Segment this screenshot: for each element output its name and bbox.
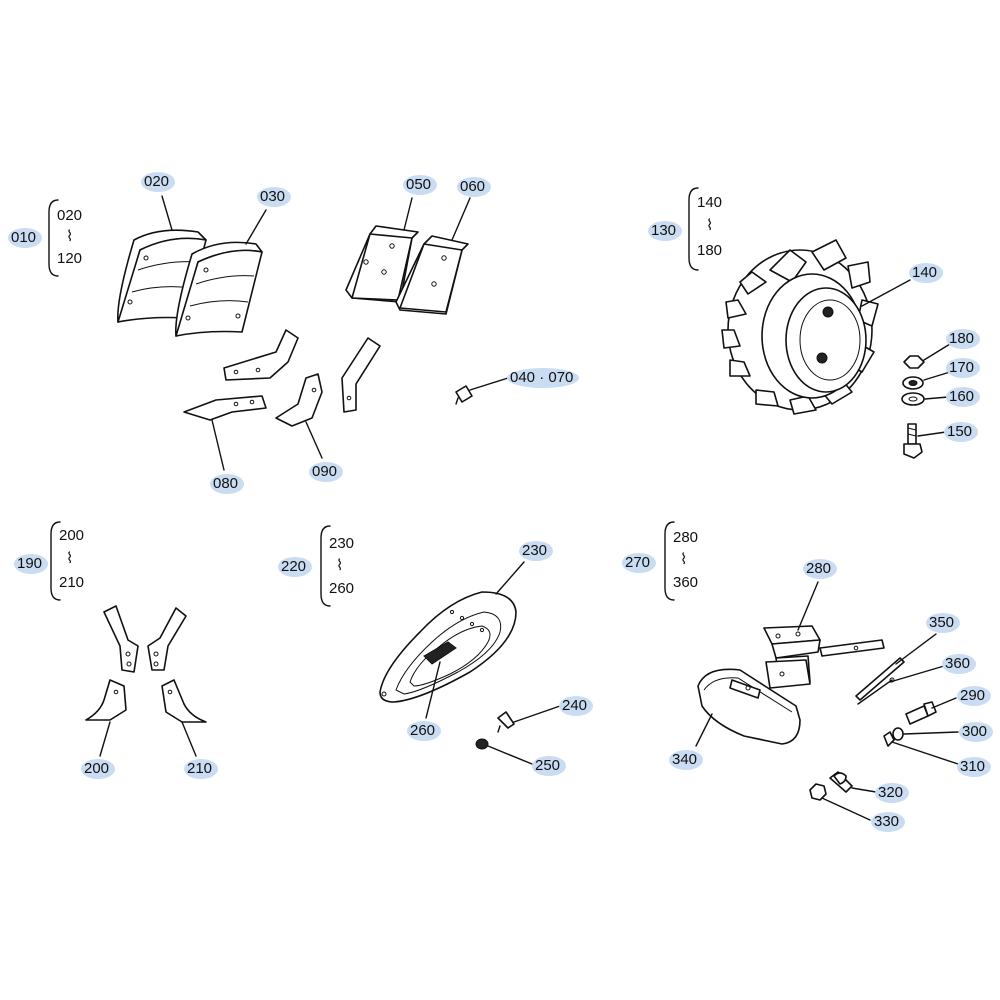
callout-350: 350 [929, 614, 954, 631]
washer-300: 300 [892, 722, 993, 742]
group-130-id: 130 [651, 222, 676, 239]
washer-170: 170 [902, 358, 980, 390]
group-270-id: 270 [625, 554, 650, 571]
pin-240: 240 [497, 696, 593, 733]
group-130-from: 140 [697, 194, 722, 211]
group-190-to: 210 [59, 574, 84, 591]
group-010-to: 120 [57, 250, 82, 267]
hinge-080: 080 [183, 395, 267, 494]
callout-050: 050 [406, 176, 431, 193]
hinge-upper-right [341, 337, 381, 413]
cover-plate-030: 030 [175, 187, 291, 337]
plate-050: 050 [345, 175, 437, 303]
nut-180: 180 [903, 329, 980, 369]
group-190-range: ⌇ [66, 550, 73, 567]
group-130-bracket: 130 140 ⌇ 180 [648, 187, 722, 271]
group-130-range: ⌇ [706, 217, 713, 234]
group-220-range: ⌇ [336, 557, 343, 574]
clip-250: 250 [475, 738, 566, 776]
group-220-to: 260 [329, 580, 354, 597]
bolt-150: 150 [903, 422, 978, 459]
bolt-320: 320 [829, 771, 909, 803]
callout-180: 180 [949, 330, 974, 347]
group-010-from: 020 [57, 207, 82, 224]
rod-350: 350 [855, 613, 960, 701]
callout-210: 210 [187, 760, 212, 777]
callout-090: 090 [312, 463, 337, 480]
group-270-bracket: 270 280 ⌇ 360 [622, 521, 698, 601]
callout-250: 250 [535, 757, 560, 774]
nut-310: 310 [883, 731, 991, 777]
callout-060: 060 [460, 178, 485, 195]
group-010-id: 010 [11, 229, 36, 246]
callout-200: 200 [84, 760, 109, 777]
group-220-from: 230 [329, 535, 354, 552]
callout-290: 290 [960, 687, 985, 704]
tine-upper-left [103, 605, 139, 673]
callout-030: 030 [260, 188, 285, 205]
group-220-id: 220 [281, 558, 306, 575]
callout-160: 160 [949, 388, 974, 405]
group-190-bracket: 190 200 ⌇ 210 [14, 521, 84, 601]
callout-320: 320 [878, 784, 903, 801]
callout-230: 230 [522, 542, 547, 559]
tine-210: 210 [161, 679, 218, 779]
group-220-bracket: 220 230 ⌇ 260 [278, 525, 354, 607]
callout-300: 300 [962, 723, 987, 740]
nut-330: 330 [809, 783, 905, 832]
tine-upper-right [147, 607, 187, 671]
shield-230: 230 260 [379, 541, 553, 741]
bolt-290: 290 [905, 686, 991, 725]
callout-260: 260 [410, 722, 435, 739]
callout-340: 340 [672, 751, 697, 768]
group-130-to: 180 [697, 242, 722, 259]
group-190-id: 190 [17, 555, 42, 572]
callout-360: 360 [945, 655, 970, 672]
callout-020: 020 [144, 173, 169, 190]
bracket-280: 280 [763, 559, 885, 689]
pin-360: 360 [857, 654, 976, 705]
group-270-from: 280 [673, 529, 698, 546]
group-010-bracket: 010 020 ⌇ 120 [8, 199, 82, 277]
callout-170: 170 [949, 359, 974, 376]
callout-080: 080 [213, 475, 238, 492]
callout-150: 150 [947, 423, 972, 440]
hinge-upper-left [223, 329, 299, 381]
callout-040-070: 040 · 070 [510, 369, 573, 386]
callout-330: 330 [874, 813, 899, 830]
callout-140: 140 [912, 264, 937, 281]
washer-160: 160 [901, 387, 980, 407]
callout-280: 280 [806, 560, 831, 577]
group-010-range: ⌇ [66, 228, 73, 245]
group-190-from: 200 [59, 527, 84, 544]
tine-200: 200 [81, 679, 127, 779]
weight-340: 340 [669, 668, 801, 770]
hinge-090: 090 [275, 373, 343, 482]
group-270-range: ⌇ [680, 551, 687, 568]
callout-240: 240 [562, 697, 587, 714]
wheel: 140 [721, 239, 943, 415]
group-270-to: 360 [673, 574, 698, 591]
callout-310: 310 [960, 758, 985, 775]
bolt-040-070: 040 · 070 [455, 368, 579, 405]
plate-060: 060 [395, 177, 491, 315]
